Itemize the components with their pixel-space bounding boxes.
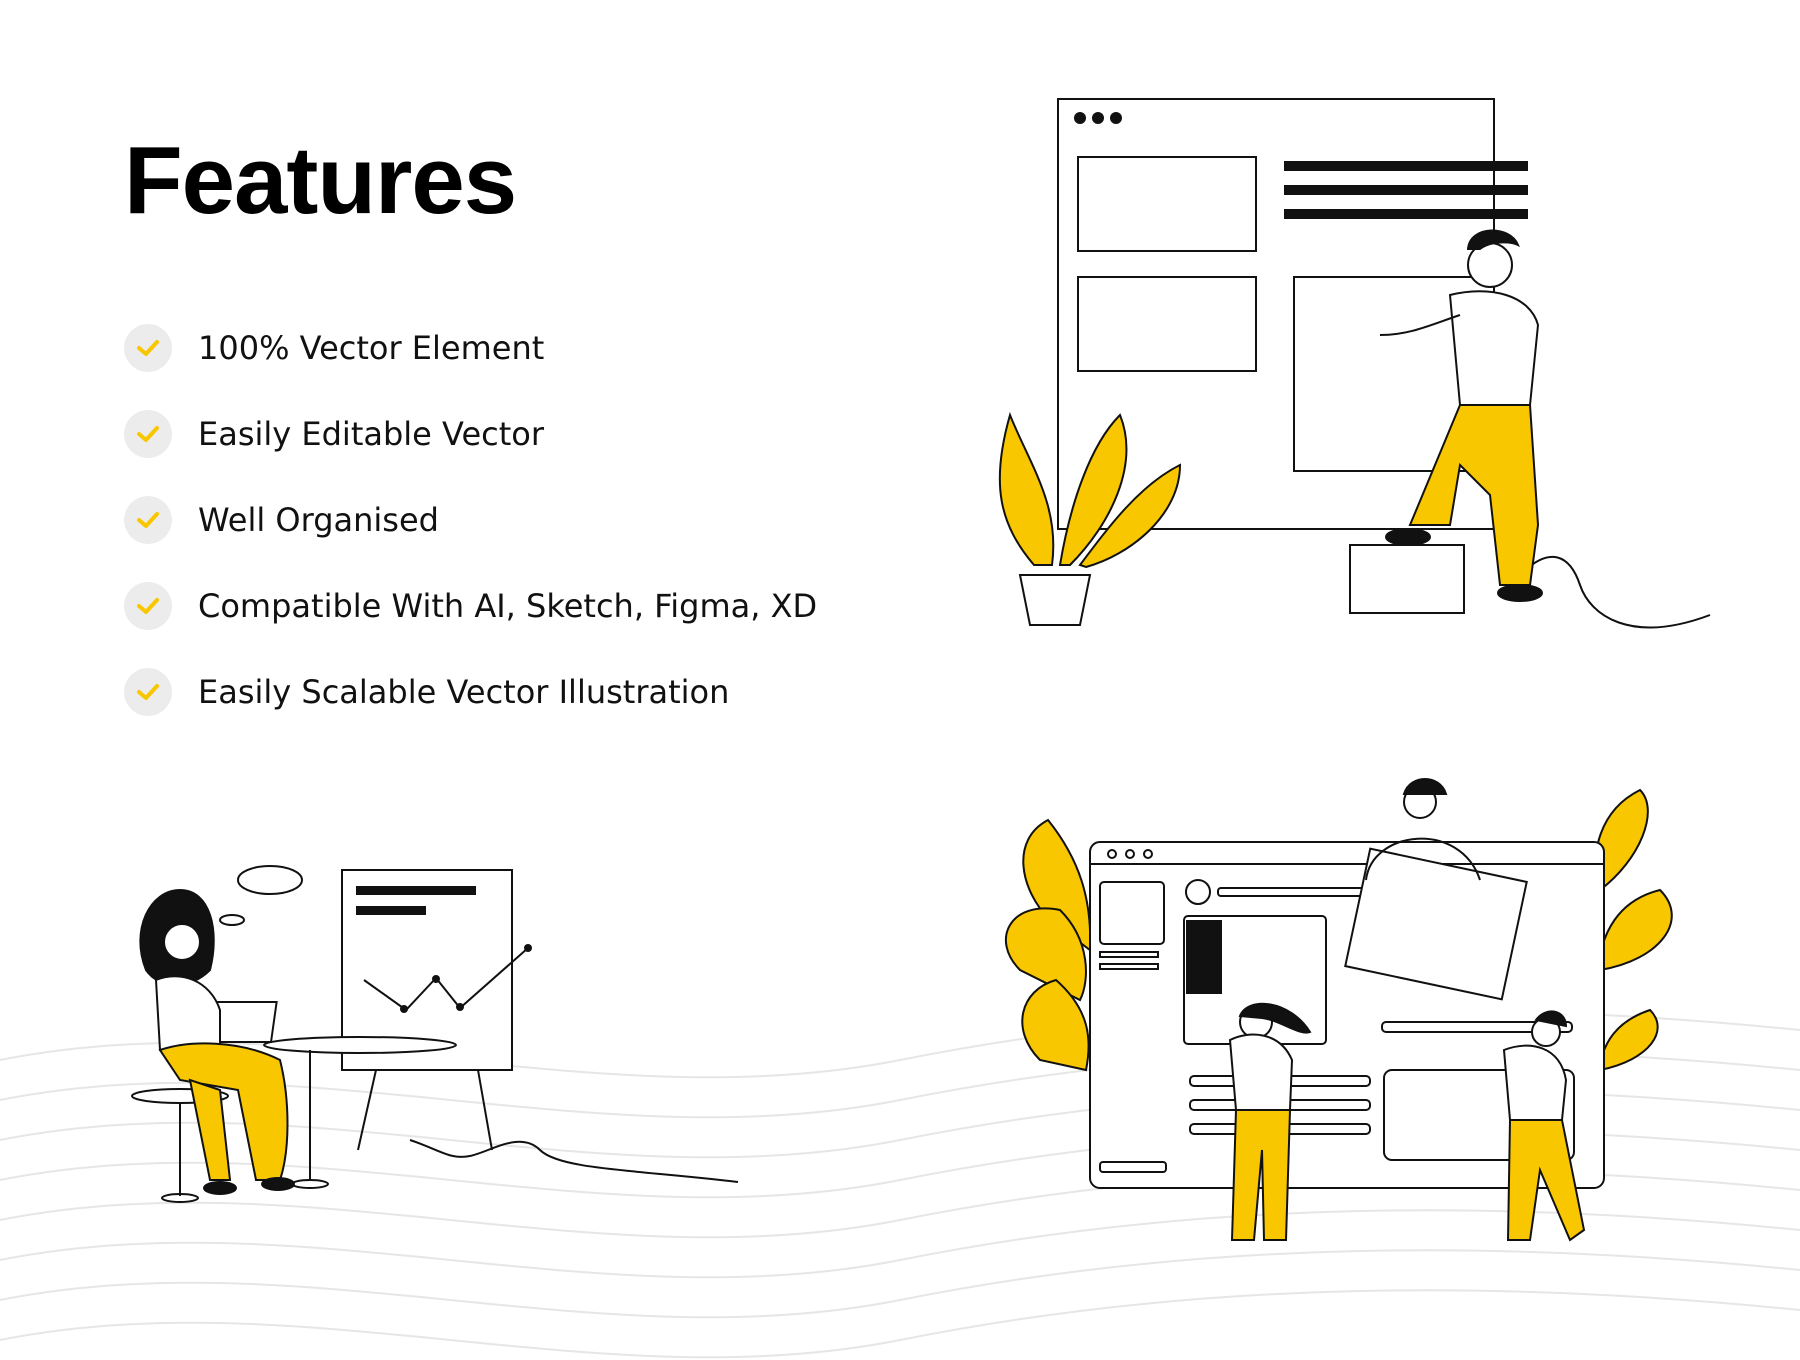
team-web-build-illustration — [1004, 778, 1673, 1242]
list-item: Easily Scalable Vector Illustration — [124, 649, 817, 735]
feature-label: Easily Scalable Vector Illustration — [198, 673, 730, 711]
list-item: Easily Editable Vector — [124, 391, 817, 477]
check-icon — [124, 324, 172, 372]
feature-list: 100% Vector Element Easily Editable Vect… — [124, 305, 817, 735]
check-icon — [124, 410, 172, 458]
page-title: Features — [124, 127, 517, 234]
feature-label: Easily Editable Vector — [198, 415, 544, 453]
check-icon — [124, 496, 172, 544]
wireframe-presenter-illustration — [998, 98, 1711, 629]
feature-label: Well Organised — [198, 501, 439, 539]
list-item: Well Organised — [124, 477, 817, 563]
check-icon — [124, 582, 172, 630]
feature-label: Compatible With AI, Sketch, Figma, XD — [198, 587, 818, 625]
list-item: Compatible With AI, Sketch, Figma, XD — [124, 563, 817, 649]
check-icon — [124, 668, 172, 716]
analytics-desk-illustration — [131, 865, 739, 1203]
feature-label: 100% Vector Element — [198, 329, 545, 367]
list-item: 100% Vector Element — [124, 305, 817, 391]
